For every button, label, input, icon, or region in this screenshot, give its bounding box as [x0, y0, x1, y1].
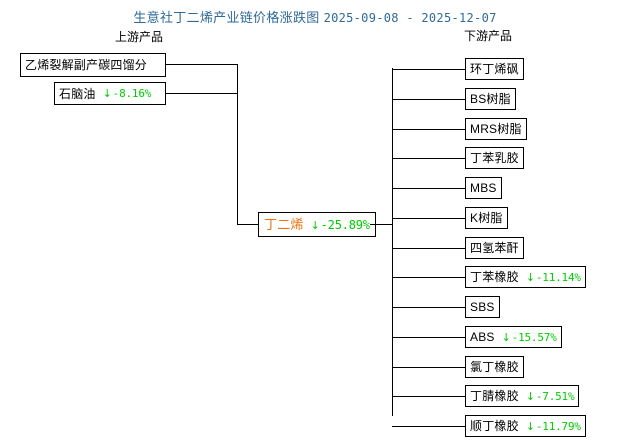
- downstream-node[interactable]: BS树脂: [465, 88, 516, 110]
- node-label: MRS树脂: [470, 122, 522, 136]
- downstream-node[interactable]: 丁苯乳胶: [465, 147, 524, 169]
- node-change-value: -25.89%: [320, 217, 370, 232]
- node-label: 丁苯橡胶: [470, 270, 519, 284]
- node-label: MBS: [470, 181, 497, 195]
- connector-line-downstream-11: [392, 396, 465, 397]
- node-label: 乙烯裂解副产碳四馏分: [25, 58, 148, 72]
- node-change-value: -11.79%: [535, 419, 581, 433]
- down-arrow-icon: ↓: [102, 87, 112, 100]
- connector-line-downstream-10: [392, 367, 465, 368]
- connector-line-downstream-12: [392, 426, 465, 427]
- node-change-value: -15.57%: [511, 330, 557, 344]
- connector-line-downstream-5: [392, 218, 465, 219]
- downstream-node[interactable]: 顺丁橡胶 ↓-11.79%: [465, 415, 586, 437]
- node-change: ↓-11.14%: [526, 272, 581, 283]
- down-arrow-icon: ↓: [310, 218, 320, 232]
- node-change: ↓-11.79%: [526, 421, 581, 432]
- connector-line-downstream-0: [392, 69, 465, 70]
- node-change: ↓-15.57%: [502, 332, 557, 343]
- connector-line-downstream-9: [392, 337, 465, 338]
- connector-line-downstream-3: [392, 158, 465, 159]
- node-change: ↓-25.89%: [311, 219, 370, 231]
- node-label: 丁苯乳胶: [470, 151, 519, 165]
- connector-line-downstream-8: [392, 307, 465, 308]
- downstream-node[interactable]: MRS树脂: [465, 118, 527, 140]
- node-change-value: -7.51%: [535, 389, 575, 403]
- node-change-value: -8.16%: [112, 87, 152, 100]
- node-change: ↓-8.16%: [103, 88, 152, 99]
- node-label: 四氢苯酐: [470, 241, 519, 255]
- connector-line-downstream-6: [392, 248, 465, 249]
- node-change-value: -11.14%: [535, 270, 581, 284]
- down-arrow-icon: ↓: [525, 419, 535, 433]
- connector-line-downstream-7: [392, 277, 465, 278]
- downstream-column-heading: 下游产品: [464, 29, 513, 43]
- connector-line-downstream-1: [392, 99, 465, 100]
- node-change: ↓-7.51%: [526, 391, 575, 402]
- node-label: 环丁烯砜: [470, 62, 519, 76]
- node-label: 丁腈橡胶: [470, 389, 519, 403]
- node-label: ABS: [470, 330, 495, 344]
- connector-line-to-center-left: [237, 224, 259, 225]
- connector-trunk-downstream: [392, 68, 393, 416]
- downstream-node[interactable]: 丁腈橡胶 ↓-7.51%: [465, 385, 580, 407]
- downstream-node[interactable]: SBS: [465, 296, 500, 318]
- downstream-node[interactable]: K树脂: [465, 207, 508, 229]
- downstream-node[interactable]: 氯丁橡胶: [465, 356, 524, 378]
- connector-trunk-upstream: [237, 64, 238, 225]
- down-arrow-icon: ↓: [525, 270, 535, 284]
- page-title-text: 生意社丁二烯产业链价格涨跌图: [133, 10, 320, 25]
- node-label: K树脂: [470, 211, 503, 225]
- upstream-node[interactable]: 石脑油 ↓-8.16%: [54, 82, 166, 105]
- down-arrow-icon: ↓: [525, 389, 535, 403]
- node-label: BS树脂: [470, 92, 511, 106]
- downstream-node[interactable]: MBS: [465, 177, 502, 199]
- connector-line-upstream-0: [166, 64, 238, 65]
- down-arrow-icon: ↓: [501, 330, 511, 344]
- upstream-column-heading: 上游产品: [115, 30, 164, 44]
- connector-line-downstream-4: [392, 188, 465, 189]
- node-label: 石脑油: [59, 86, 96, 101]
- node-label: 顺丁橡胶: [470, 419, 519, 433]
- connector-line-upstream-1: [166, 93, 238, 94]
- downstream-node[interactable]: 环丁烯砜: [465, 58, 524, 80]
- node-label: 丁二烯: [264, 217, 304, 232]
- node-label: SBS: [470, 300, 495, 314]
- downstream-node[interactable]: ABS ↓-15.57%: [465, 326, 562, 348]
- center-node-butadiene[interactable]: 丁二烯 ↓-25.89%: [258, 212, 376, 237]
- connector-line-from-center-right: [370, 224, 393, 225]
- downstream-node[interactable]: 丁苯橡胶 ↓-11.14%: [465, 266, 586, 288]
- page-title-date-range: 2025-09-08 - 2025-12-07: [323, 11, 497, 25]
- upstream-node[interactable]: 乙烯裂解副产碳四馏分: [20, 53, 166, 77]
- downstream-node[interactable]: 四氢苯酐: [465, 237, 524, 259]
- connector-line-downstream-2: [392, 129, 465, 130]
- node-label: 氯丁橡胶: [470, 360, 519, 374]
